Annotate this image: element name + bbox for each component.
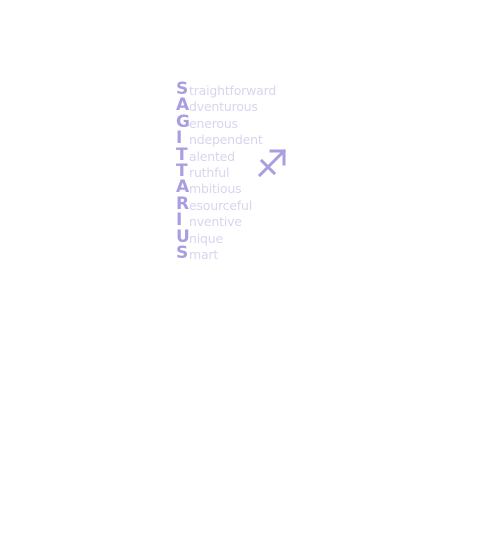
acrostic-word: mart xyxy=(189,246,219,262)
acrostic-initial: A xyxy=(176,95,190,116)
acrostic-word: mbitious xyxy=(189,181,242,197)
acrostic-word: ndependent xyxy=(189,132,263,148)
acrostic-initial: A xyxy=(176,177,190,198)
acrostic-row: S traightforward xyxy=(176,79,306,99)
acrostic-row: U nique xyxy=(176,226,306,247)
acrostic-initial: G xyxy=(176,111,190,132)
acrostic-row: A mbitious xyxy=(176,177,306,198)
sagittarius-acrostic: S traightforward A dventurous G enerous … xyxy=(176,79,306,263)
acrostic-row: I nventive xyxy=(176,210,306,231)
acrostic-word: enerous xyxy=(189,115,238,131)
acrostic-row: I ndependent xyxy=(176,128,306,149)
acrostic-row: T ruthful xyxy=(176,160,306,181)
sagittarius-symbol-icon xyxy=(257,148,287,178)
acrostic-row: G enerous xyxy=(176,111,306,132)
acrostic-word: ruthful xyxy=(189,164,230,180)
acrostic-initial: I xyxy=(176,128,183,149)
acrostic-row: S mart xyxy=(176,242,306,263)
acrostic-initial: T xyxy=(176,160,188,181)
acrostic-initial: T xyxy=(176,144,188,165)
acrostic-row: A dventurous xyxy=(176,95,306,116)
acrostic-initial: I xyxy=(176,210,183,231)
acrostic-initial: U xyxy=(176,226,190,247)
acrostic-initial: S xyxy=(176,242,189,263)
acrostic-word: nventive xyxy=(189,214,242,230)
acrostic-row: T alented xyxy=(176,144,306,165)
acrostic-word: nique xyxy=(189,230,223,246)
acrostic-row: R esourceful xyxy=(176,193,306,214)
acrostic-word: dventurous xyxy=(189,99,258,115)
acrostic-initial: S xyxy=(176,79,189,99)
acrostic-word: esourceful xyxy=(189,197,252,213)
acrostic-word: alented xyxy=(189,148,235,164)
acrostic-initial: R xyxy=(176,193,190,214)
acrostic-word: traightforward xyxy=(189,83,277,98)
